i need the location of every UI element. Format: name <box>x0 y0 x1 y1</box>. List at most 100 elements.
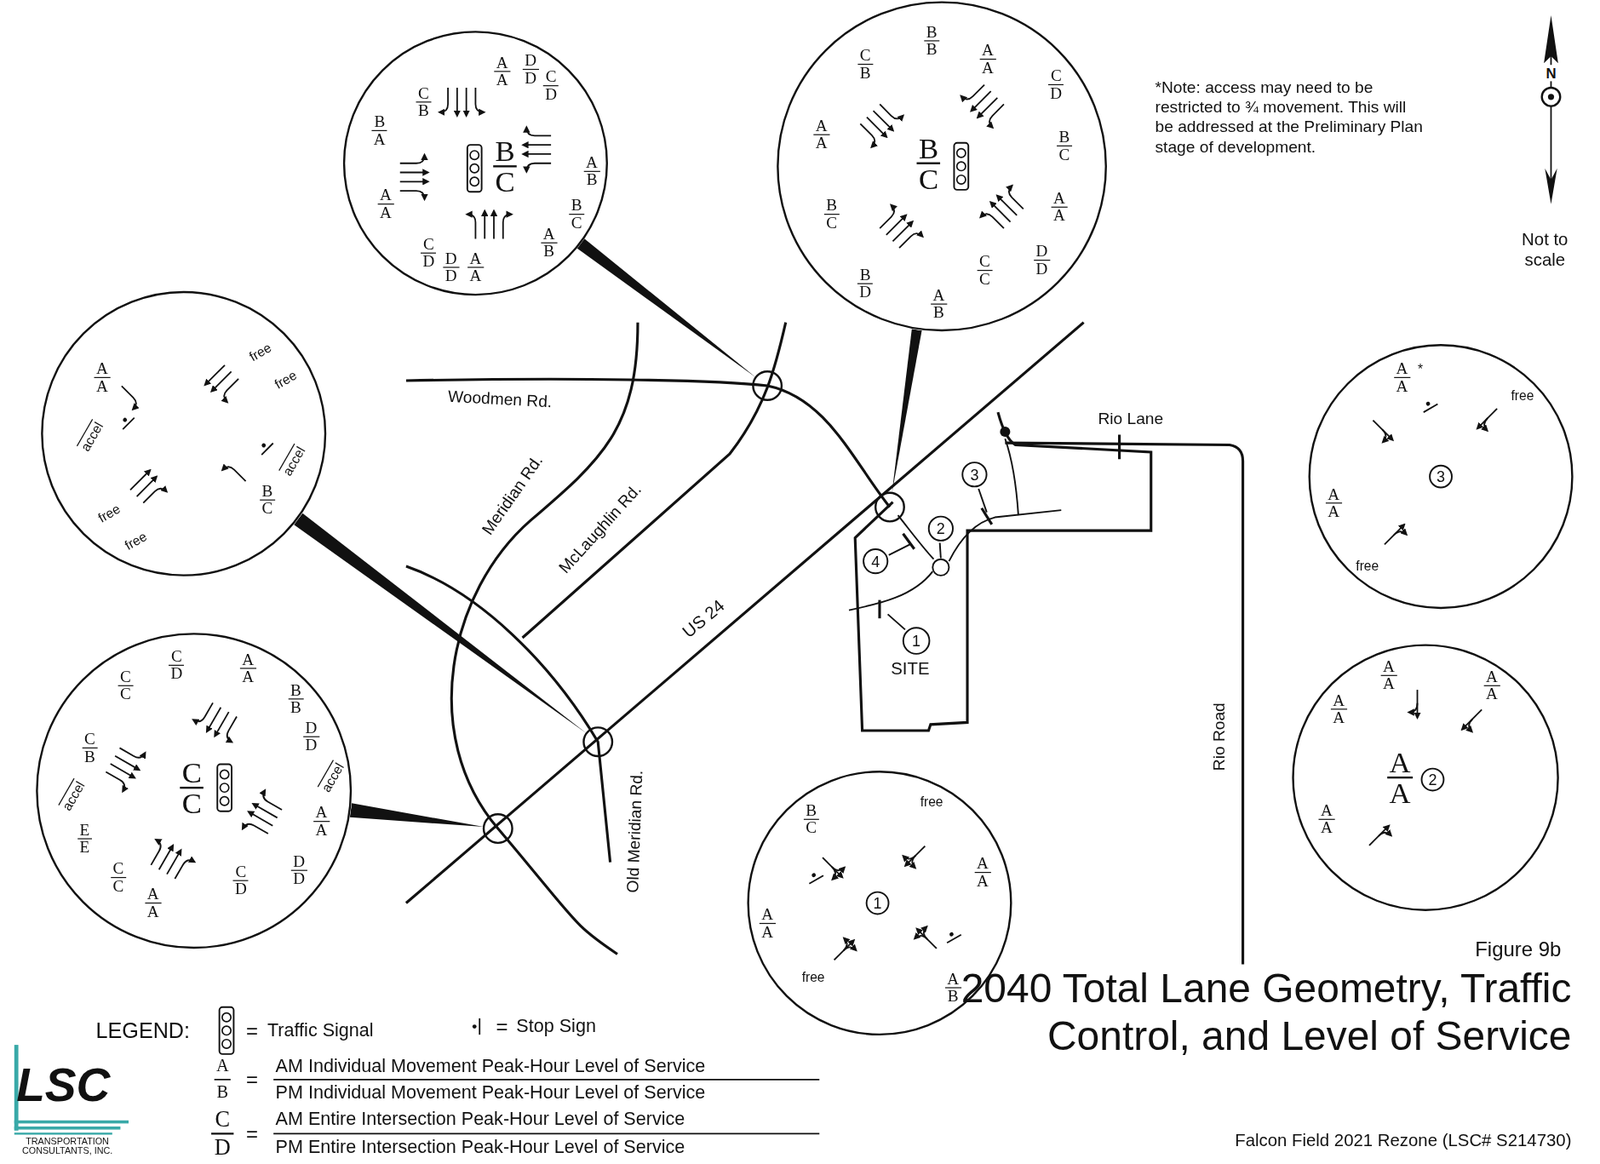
equals-sign: = <box>246 1019 259 1042</box>
movement-los: AA <box>1325 486 1342 521</box>
circle-outline-shape <box>962 462 987 487</box>
road-name-holder: Rio Lane <box>1097 408 1164 429</box>
movement-los: AB <box>945 970 962 1005</box>
number-holder: 3 <box>1436 467 1446 485</box>
pm-los: B <box>541 243 557 260</box>
logo-text: LSC <box>16 1058 110 1112</box>
movement-los: CD <box>232 863 249 898</box>
am-los: A <box>930 286 947 304</box>
road-name: Meridian Rd. <box>478 452 546 539</box>
legend-text: Stop Sign <box>516 1015 597 1037</box>
north-arrow <box>1542 15 1561 205</box>
callout-number: 3 <box>969 465 979 483</box>
intersection-markers <box>483 371 905 844</box>
pm-los: B <box>416 102 432 119</box>
lane-note-text: free <box>802 969 826 986</box>
movement-los: AA <box>493 54 511 89</box>
pm-los: A <box>1381 676 1398 693</box>
movement-los: AA <box>813 117 830 152</box>
pm-los: B <box>857 64 873 81</box>
lane-note-text: free <box>920 794 944 810</box>
am-los: A <box>813 117 830 135</box>
road-name-holder: Meridian Rd. <box>477 451 547 539</box>
am-los: D <box>303 719 320 737</box>
movement-los: BC <box>803 802 820 837</box>
am-los: C <box>179 757 204 789</box>
movement-los: DD <box>291 853 308 888</box>
lane-note: free <box>920 794 944 810</box>
movement-los: CB <box>857 47 873 82</box>
pm-los: A <box>371 131 388 148</box>
lane-note: accel <box>58 778 88 813</box>
number-circle: 3 <box>1428 464 1454 489</box>
intersection-los: BC <box>917 133 941 194</box>
callout-circle: BBCBAACDAABCBCBCAADDCCBDAB <box>776 0 1107 332</box>
movement-los: BB <box>288 682 304 717</box>
movement-los: DD <box>1033 243 1050 278</box>
lane-note: free <box>95 500 123 526</box>
pm-los: E <box>77 839 92 856</box>
pm-los: A <box>493 71 511 88</box>
pm-los: A <box>759 923 776 941</box>
legend-sample: D <box>214 1134 231 1160</box>
am-los: D <box>522 52 540 70</box>
company-name-holder: TRANSPORTATION CONSULTANTS, INC. <box>9 1137 127 1158</box>
pm-los: D <box>1033 260 1050 277</box>
road-name-holder: Old Meridian Rd. <box>622 769 647 894</box>
movement-los: CC <box>977 253 993 288</box>
pm-los: C <box>118 686 134 703</box>
movement-los: CD <box>543 68 560 104</box>
movement-los: AA <box>1484 669 1501 704</box>
legend-text: AM Entire Intersection Peak-Hour Level o… <box>275 1108 686 1130</box>
scale-note: Not to scale <box>1521 229 1568 270</box>
pm-los: C <box>1056 146 1073 163</box>
legend-sample: A <box>216 1055 230 1076</box>
am-los: B <box>372 114 388 132</box>
am-los: A <box>584 154 601 173</box>
am-los: D <box>1033 243 1050 261</box>
movement-los: AA <box>467 250 484 285</box>
title-holder: 2040 Total Lane Geometry, Traffic Contro… <box>938 963 1572 1061</box>
circle-outline-shape <box>1429 465 1452 488</box>
project-name: Falcon Field 2021 Rezone (LSC# S214730) <box>1234 1130 1572 1151</box>
pm-los: A <box>1484 686 1501 703</box>
am-los: B <box>917 133 941 165</box>
callout-circle: AA*freeAAfree3 <box>1307 344 1574 610</box>
movement-los: CB <box>416 85 432 120</box>
lane-note: free <box>1511 388 1535 404</box>
am-los: A <box>313 804 330 822</box>
pm-los: C <box>259 500 276 517</box>
am-los: C <box>416 85 432 103</box>
movement-los: BC <box>259 482 276 517</box>
movement-los: BD <box>857 266 874 301</box>
lane-note-text: free <box>121 528 150 554</box>
pm-los: C <box>824 214 840 231</box>
pm-los: A <box>240 669 257 686</box>
legend-text: Traffic Signal <box>267 1019 374 1040</box>
movement-los: DD <box>303 719 320 754</box>
lane-note-text: accel <box>58 778 88 813</box>
pm-los: C <box>917 164 941 194</box>
movement-los: AA <box>1381 659 1398 694</box>
movement-los: CB <box>82 731 98 766</box>
movement-los: CC <box>110 860 127 895</box>
legend-entry: AM Entire Intersection Peak-Hour Level o… <box>275 1108 686 1131</box>
equals-sign: = <box>246 1122 259 1145</box>
circle-outline <box>776 0 1107 332</box>
number-holder: 1 <box>873 894 883 912</box>
callout-number: 4 <box>871 552 880 570</box>
intersection-los: BC <box>493 137 517 197</box>
equals-sign-holder: = <box>246 1066 259 1092</box>
callout-circle: AADDCDCBBABCABAABCABCDDDAA <box>343 30 609 297</box>
movement-los: BC <box>824 197 840 232</box>
lane-arrows <box>102 79 1503 966</box>
movement-los: AA <box>378 187 395 222</box>
lane-note: * <box>1417 361 1423 378</box>
callout-leaders <box>293 236 922 827</box>
circle-outline-shape <box>36 633 351 948</box>
pm-los: D <box>420 253 437 270</box>
legend-sample-holder: D <box>214 1134 231 1162</box>
intersection-los: CC <box>179 757 204 818</box>
legend-entry: AM Individual Movement Peak-Hour Level o… <box>275 1055 706 1078</box>
am-los: A <box>974 855 992 873</box>
